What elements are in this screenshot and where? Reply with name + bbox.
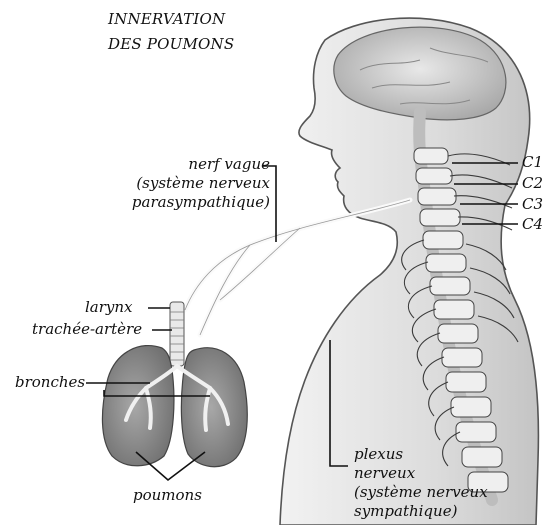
label-c3: C3 bbox=[522, 197, 543, 212]
title-line-1: INNERVATION bbox=[108, 12, 225, 27]
label-bronches: bronches bbox=[15, 375, 85, 390]
trachea bbox=[170, 302, 184, 366]
label-nerf-vague-line-2: (système nerveux bbox=[136, 176, 270, 191]
label-plexus: plexus bbox=[354, 447, 403, 462]
label-poumons: poumons bbox=[133, 488, 202, 503]
label-plexus-line-3: (système nerveux bbox=[354, 485, 488, 500]
left-lung bbox=[102, 346, 174, 466]
label-nerf-vague-line-3: parasympathique) bbox=[132, 195, 270, 210]
title-line-2: DES POUMONS bbox=[108, 37, 234, 52]
right-lung bbox=[181, 348, 247, 467]
label-c4: C4 bbox=[522, 217, 543, 232]
label-plexus-line-2: nerveux bbox=[354, 466, 415, 481]
label-nerf-vague: nerf vague bbox=[188, 157, 270, 172]
label-plexus-line-4: sympathique) bbox=[354, 504, 457, 519]
label-trachee-artere: trachée-artère bbox=[32, 322, 142, 337]
label-c1: C1 bbox=[522, 155, 543, 170]
label-larynx: larynx bbox=[85, 300, 133, 315]
label-c2: C2 bbox=[522, 176, 543, 191]
